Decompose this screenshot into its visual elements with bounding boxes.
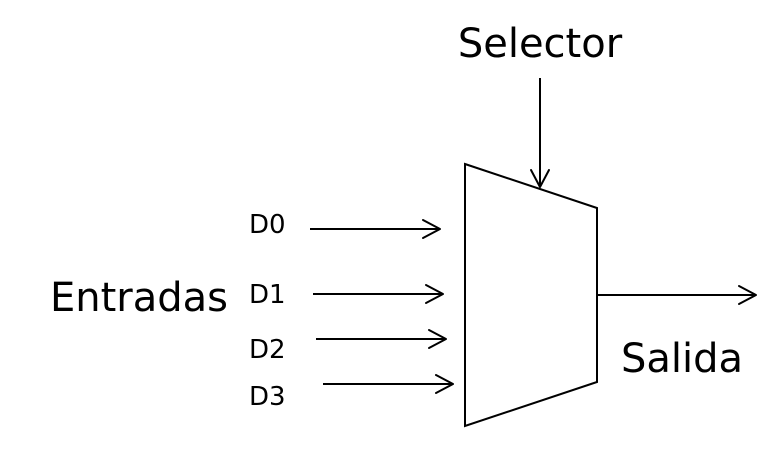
input-arrow-head-d2: [428, 329, 447, 349]
output-label: Salida: [621, 336, 743, 382]
input-arrow-head-d3: [435, 374, 454, 394]
multiplexer-body: [464, 162, 598, 428]
input-label-d1: D1: [249, 280, 286, 310]
selector-arrow-head: [530, 169, 550, 188]
selector-label: Selector: [458, 21, 623, 67]
input-arrow-head-d0: [422, 219, 441, 239]
input-label-d3: D3: [249, 382, 286, 412]
output-arrow-head: [738, 285, 757, 305]
inputs-label: Entradas: [50, 275, 228, 321]
input-label-d0: D0: [249, 210, 286, 240]
input-arrow-head-d1: [425, 284, 444, 304]
input-label-d2: D2: [249, 335, 286, 365]
